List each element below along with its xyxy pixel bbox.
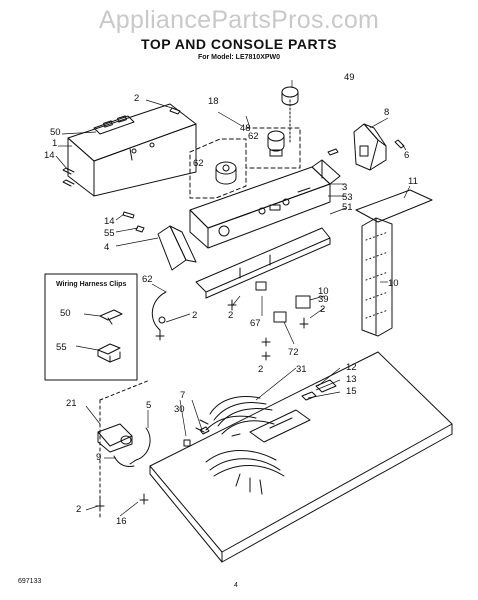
callout-30: 30 (174, 404, 185, 415)
callout-31: 31 (296, 364, 307, 375)
inset-heading: Wiring Harness Clips (56, 281, 126, 288)
callout-2d: 2 (320, 304, 325, 315)
footer-page: 4 (234, 582, 238, 589)
callout-51: 50 (50, 127, 61, 138)
switch-parts (228, 282, 310, 360)
callout-4: 4 (104, 242, 109, 253)
wiring-harness-clips-inset (45, 274, 137, 380)
callout-12: 12 (346, 362, 357, 373)
callout-39: 39 (318, 294, 329, 305)
knob-49-part (282, 87, 298, 142)
page-title: TOP AND CONSOLE PARTS (141, 36, 337, 52)
callout-2b: 2 (192, 310, 197, 321)
callout-7: 7 (180, 390, 185, 401)
callout-10b: 10 (318, 286, 329, 297)
callout-21: 21 (66, 398, 77, 409)
lint-filter-part (356, 190, 432, 336)
dryer-top-part (100, 352, 452, 562)
callout-55: 55 (56, 342, 67, 353)
callout-13: 13 (346, 374, 357, 385)
callout-5: 5 (146, 400, 151, 411)
callout-8: 8 (384, 107, 389, 118)
leader-lines (56, 80, 410, 516)
callout-48: 48 (240, 123, 251, 134)
callout-labels: 2 50 1 14 18 48 62 62 49 8 6 3 53 51 11 … (44, 72, 418, 527)
timer-part (96, 424, 150, 510)
callout-76: 67 (250, 318, 261, 329)
callout-2f: 2 (76, 504, 81, 515)
callout-3: 3 (342, 182, 347, 193)
callout-79: 72 (288, 347, 299, 358)
console-part (190, 160, 340, 248)
callout-9: 9 (96, 452, 101, 463)
harness-72-part (152, 292, 166, 340)
callout-62-upper: 62 (248, 131, 259, 142)
callout-2c: 2 (228, 310, 233, 321)
callout-14b: 14 (104, 216, 115, 227)
callout-53: 51 (342, 202, 353, 213)
callout-1: 1 (52, 138, 57, 149)
console-rear-bar-part (196, 228, 330, 298)
callout-15: 16 (116, 516, 127, 527)
screw-part (63, 108, 180, 186)
top-panel-part (68, 104, 196, 196)
end-cap-part (328, 124, 404, 170)
knob-group-48 (190, 128, 300, 198)
callout-16: 15 (346, 386, 357, 397)
callout-67: 55 (104, 228, 115, 239)
callout-6: 6 (404, 150, 409, 161)
callout-11: 11 (408, 176, 418, 187)
callout-50: 50 (60, 308, 71, 319)
callout-2e: 2 (258, 364, 263, 375)
callout-62-lower: 62 (193, 158, 204, 169)
callout-54: 53 (342, 192, 353, 203)
callout-10: 10 (388, 278, 399, 289)
callout-18: 18 (208, 96, 219, 107)
watermark: AppliancePartsPros.com (98, 6, 380, 34)
callout-49: 49 (344, 72, 355, 83)
footer-code: 697133 (18, 578, 42, 585)
callout-14: 14 (44, 150, 55, 161)
model-line: For Model: LE7810XPW0 (197, 54, 281, 61)
callout-2: 2 (134, 93, 139, 104)
console-end-bracket-part (123, 212, 196, 270)
callout-72: 62 (142, 274, 153, 285)
